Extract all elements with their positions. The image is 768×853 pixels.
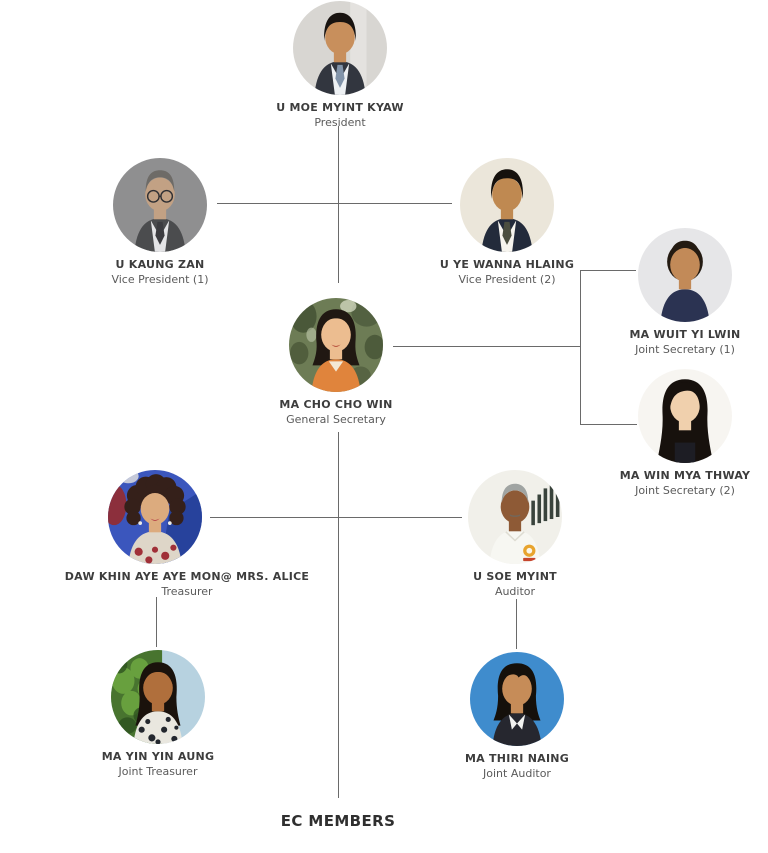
person-name: MA WUIT YI LWIN [629,328,741,341]
joint-auditor-photo [470,652,564,746]
woman-avatar-icon [638,228,732,322]
person-role: General Secretary [286,413,386,426]
person-role: Vice President (1) [111,273,209,286]
person-role: Auditor [494,585,536,598]
node-joint-secretary-2: MA WIN MYA THWAY Joint Secretary (2) [565,369,768,498]
node-vice-president-2: U YE WANNA HLAING Vice President (2) [387,158,627,287]
man-avatar-icon [293,1,387,95]
man-glasses-avatar-icon [113,158,207,252]
person-name: MA WIN MYA THWAY [619,469,751,482]
ec-members-heading: EC MEMBERS [280,812,396,830]
node-joint-secretary-1: MA WUIT YI LWIN Joint Secretary (1) [565,228,768,357]
node-joint-auditor: MA THIRI NAING Joint Auditor [397,652,637,781]
person-role: Joint Secretary (1) [635,343,735,356]
person-name: DAW KHIN AYE AYE MON@ MRS. ALICE [64,570,310,583]
person-name: U MOE MYINT KYAW [276,101,404,114]
woman-avatar-icon [289,298,383,392]
node-president: U MOE MYINT KYAW President [220,1,460,130]
person-name: MA THIRI NAING [464,752,570,765]
person-name: MA CHO CHO WIN [279,398,393,411]
vice-president-1-photo [113,158,207,252]
president-photo [293,1,387,95]
person-role: Joint Auditor [483,767,551,780]
man-avatar-icon [460,158,554,252]
node-treasurer: DAW KHIN AYE AYE MON@ MRS. ALICE Treasur… [37,470,337,599]
node-general-secretary: MA CHO CHO WIN General Secretary [216,298,456,427]
vice-president-2-photo [460,158,554,252]
auditor-photo [468,470,562,564]
joint-secretary-2-photo [638,369,732,463]
person-name: MA YIN YIN AUNG [101,750,215,763]
person-name: U SOE MYINT [473,570,557,583]
person-name: U KAUNG ZAN [115,258,205,271]
woman-long-hair-avatar-icon [638,369,732,463]
woman-curly-hair-avatar-icon [108,470,202,564]
person-role: President [314,116,366,129]
treasurer-photo [108,470,202,564]
general-secretary-photo [289,298,383,392]
node-joint-treasurer: MA YIN YIN AUNG Joint Treasurer [38,650,278,779]
person-role: Joint Treasurer [118,765,198,778]
woman-outdoor-avatar-icon [111,650,205,744]
person-role: Treasurer [161,585,213,598]
node-auditor: U SOE MYINT Auditor [395,470,635,599]
woman-avatar-icon [470,652,564,746]
man-gray-hair-avatar-icon [468,470,562,564]
person-role: Joint Secretary (2) [635,484,735,497]
node-vice-president-1: U KAUNG ZAN Vice President (1) [40,158,280,287]
person-name: U YE WANNA HLAING [439,258,575,271]
joint-treasurer-photo [111,650,205,744]
person-role: Vice President (2) [458,273,556,286]
joint-secretary-1-photo [638,228,732,322]
